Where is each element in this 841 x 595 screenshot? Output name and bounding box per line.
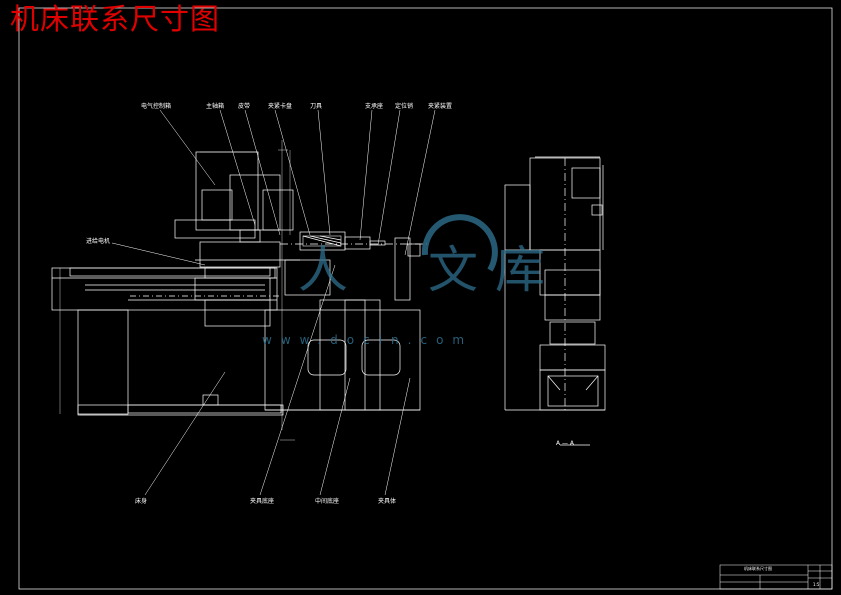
drawing-border — [18, 7, 833, 590]
chuck-tool — [280, 231, 430, 301]
label-fixture-base: 夹具底座 — [250, 498, 275, 505]
drawing-title: 机床联系尺寸图 — [10, 2, 221, 36]
label-tool: 刀具 — [310, 103, 323, 110]
label-feed-motor: 进给电机 — [86, 238, 111, 245]
slide-rails — [69, 267, 280, 327]
watermark-logo — [421, 214, 498, 272]
label-support: 支承座 — [365, 103, 384, 110]
watermark-char-2: 文 — [428, 241, 478, 299]
label-spindle-box: 主轴箱 — [206, 103, 225, 110]
label-fixture-body: 夹具体 — [378, 498, 397, 505]
title-block-name: 机床联系尺寸图 — [744, 566, 772, 571]
side-view — [504, 156, 606, 446]
spindle-head — [174, 151, 300, 279]
fixture-body — [264, 299, 421, 411]
label-belt: 皮带 — [238, 103, 251, 110]
watermark-char-1: 人 — [298, 241, 348, 299]
label-positioning: 定位销 — [395, 103, 414, 110]
dimension-lines — [59, 140, 295, 441]
label-chuck: 夹紧卡盘 — [268, 103, 293, 110]
watermark-url: www.docin.com — [262, 333, 474, 347]
label-electrical-box: 电气控制箱 — [141, 103, 172, 110]
title-block — [719, 564, 833, 590]
label-slide-table: 中间底座 — [315, 498, 340, 505]
leader-lines — [111, 109, 436, 496]
title-block-scale: 1:5 — [813, 582, 820, 587]
label-workpiece-clamp: 夹紧装置 — [428, 103, 453, 110]
watermark-char-3: 库 — [495, 241, 545, 299]
label-section-mark: A — A — [556, 440, 575, 447]
label-bed: 床身 — [135, 498, 148, 505]
